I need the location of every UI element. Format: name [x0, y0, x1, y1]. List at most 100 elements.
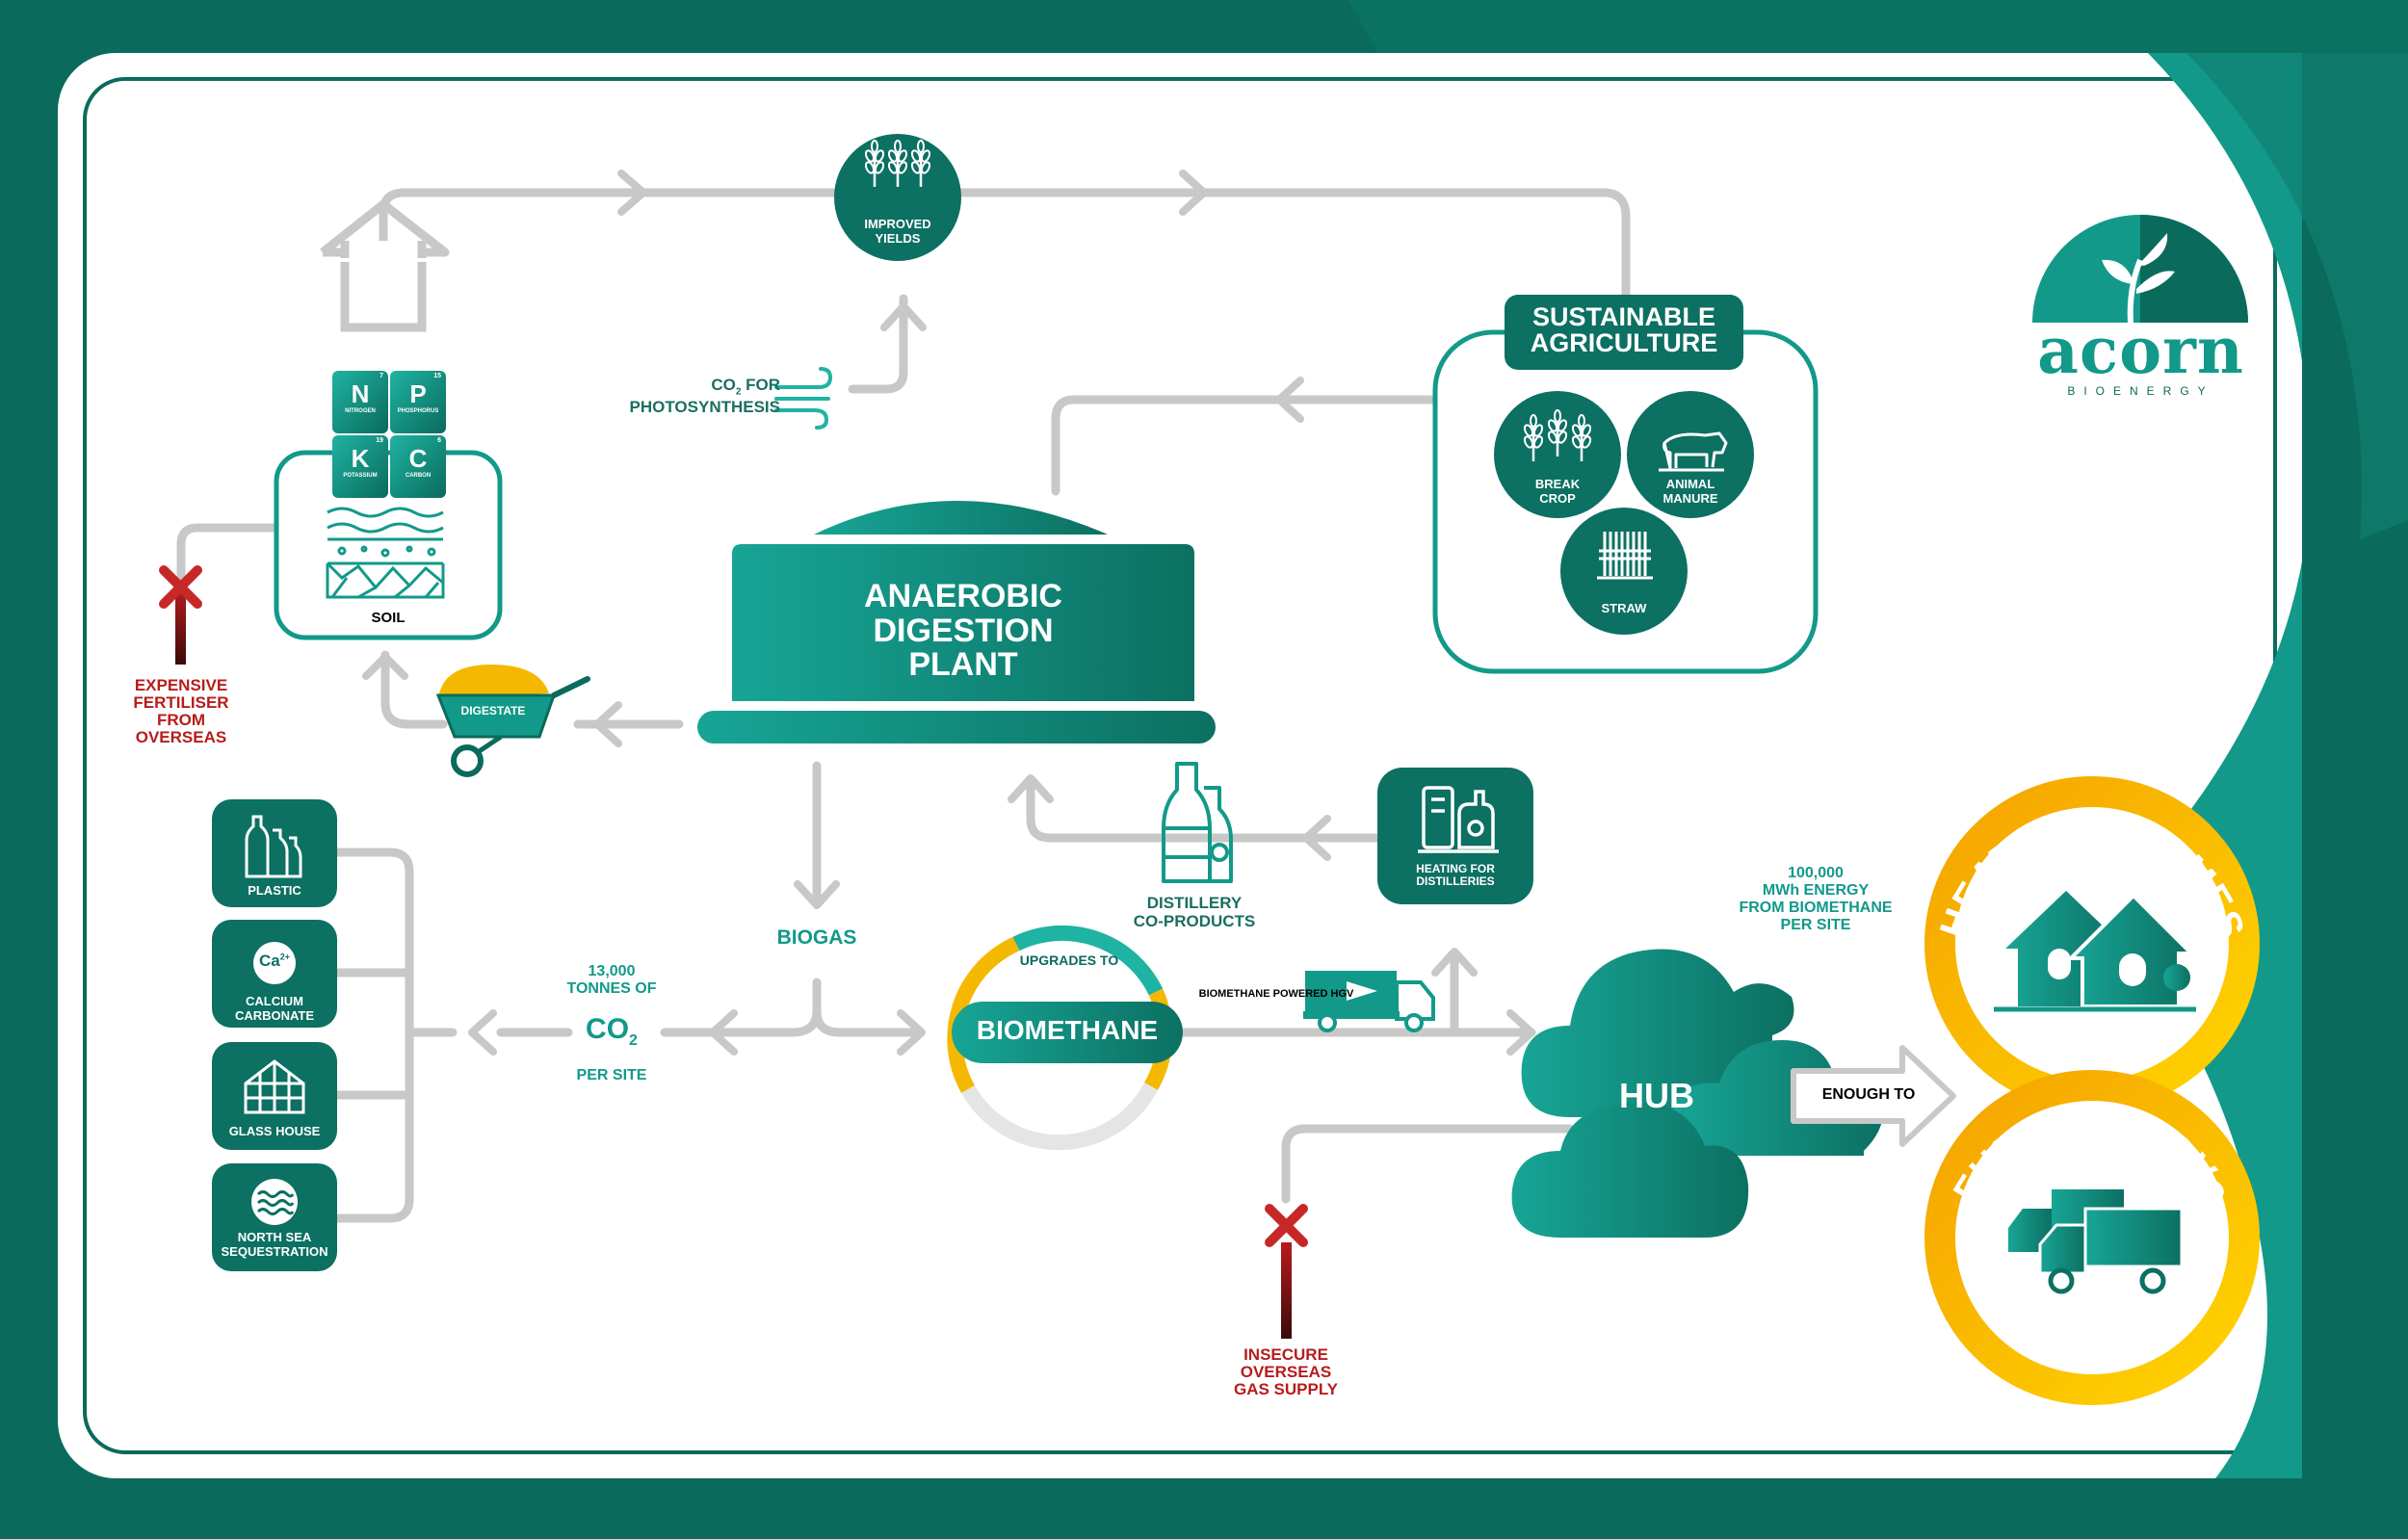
energy-source: FROM BIOMETHANE	[1739, 899, 1893, 916]
for-text: FOR	[741, 376, 780, 394]
digestate-label: DIGESTATE	[460, 704, 526, 717]
heating-text: HEATING FOR	[1416, 862, 1495, 875]
distillery-text: DISTILLERY	[1146, 894, 1243, 912]
distillery-label: DISTILLERY CO-PRODUCTS	[1098, 894, 1291, 930]
lorry-icon	[2008, 1189, 2184, 1294]
soil-layers-icon	[326, 507, 445, 599]
npk-name: PHOSPHORUS	[397, 408, 439, 415]
distilleries-text: DISTILLERIES	[1416, 874, 1495, 889]
energy-per-site: PER SITE	[1780, 916, 1851, 933]
co2-amount: 13,000	[588, 963, 636, 979]
plant-text: PLANT	[908, 646, 1018, 684]
acorn-logo	[2032, 215, 2248, 324]
distillery-tank-icon	[1418, 786, 1499, 853]
straw-label: STRAW	[1601, 601, 1647, 615]
calcium-badge: Ca2+	[253, 952, 296, 970]
straw-bale-icon	[1597, 532, 1653, 580]
co2-use-plastic	[212, 799, 337, 907]
plant-dome	[814, 501, 1108, 535]
upgrades-to-label: UPGRADES TO	[1019, 952, 1119, 968]
enough-to-arrow	[1791, 1045, 1956, 1147]
leaf-icon	[2102, 233, 2175, 324]
straw-node	[1560, 508, 1688, 635]
calcium-symbol: Ca	[259, 952, 280, 970]
npk-name: POTASSIUM	[343, 473, 378, 480]
co2-use-label: PLASTIC	[248, 883, 301, 898]
plant-label: ANAEROBIC DIGESTION PLANT	[771, 578, 1156, 684]
manure-text: MANURE	[1662, 490, 1718, 506]
sustainable-agriculture-header	[1505, 295, 1743, 370]
flow-arrows	[362, 170, 1535, 1056]
npk-number: 7	[380, 373, 383, 379]
co2-photosynthesis-label: CO2 FOR PHOTOSYNTHESIS	[588, 376, 781, 416]
npk-symbol: K	[351, 444, 370, 473]
biomethane-ring	[947, 936, 1020, 1093]
brand-tagline: BIOENERGY	[2067, 384, 2214, 398]
brand-name: acorn	[2037, 313, 2244, 388]
npk-tile-p: 15 P PHOSPHORUS	[390, 371, 446, 433]
heating-distilleries-node	[1377, 768, 1533, 904]
photosynthesis-text: PHOTOSYNTHESIS	[629, 397, 781, 416]
npk-tiles	[332, 371, 446, 498]
npk-symbol: C	[408, 444, 428, 473]
co2-tonnes: TONNES OF	[566, 979, 657, 997]
hub-label: HUB	[1619, 1076, 1694, 1115]
co2-amount-label: 13,000 TONNES OF	[539, 963, 684, 998]
co2-per-site-label: PER SITE	[576, 1067, 647, 1083]
npk-symbol: N	[351, 379, 370, 408]
biomethane-label: BIOMETHANE	[976, 1015, 1159, 1045]
glass-house-icon	[244, 1059, 305, 1114]
plant-body	[732, 544, 1194, 701]
insecure-line: OVERSEAS	[1240, 1362, 1332, 1381]
right-swoosh	[2100, 53, 2310, 1478]
expensive-fertiliser-label: EXPENSIVE FERTILISER FROM OVERSEAS	[104, 677, 258, 745]
bottles-icon	[1162, 762, 1233, 883]
co2-subscript: 2	[735, 386, 742, 398]
wave-icon	[256, 1190, 295, 1215]
cross-icon	[159, 565, 202, 609]
insecure-gas-label: INSECURE OVERSEAS GAS SUPPLY	[1194, 1346, 1377, 1398]
sequestration-text: SEQUESTRATION	[221, 1243, 328, 1259]
co2-symbol-label: CO2	[539, 1013, 684, 1050]
fertiliser-line: OVERSEAS	[135, 727, 227, 746]
co-products-text: CO-PRODUCTS	[1133, 912, 1256, 931]
anaerobic-text: ANAEROBIC	[864, 578, 1062, 614]
north-sea-text: NORTH SEA	[237, 1230, 312, 1244]
co2-text: CO	[711, 376, 736, 394]
plastic-bottle-icon	[245, 815, 302, 878]
break-text: BREAK	[1534, 477, 1581, 491]
energy-unit: MWh ENERGY	[1762, 881, 1870, 899]
plant-base	[697, 711, 1216, 743]
cow-icon	[1659, 431, 1728, 472]
npk-number: 19	[376, 437, 383, 444]
co2-symbol: CO	[586, 1013, 630, 1045]
npk-symbol: P	[409, 379, 427, 408]
agriculture-text: AGRICULTURE	[1530, 328, 1718, 357]
heating-distilleries-label: HEATING FOR DISTILLERIES	[1377, 862, 1533, 889]
sustainable-agriculture-title: SUSTAINABLE AGRICULTURE	[1505, 304, 1743, 356]
wind-icon	[774, 367, 833, 430]
animal-text: ANIMAL	[1665, 477, 1715, 491]
insecure-line: INSECURE	[1243, 1345, 1328, 1364]
co2-use-label: GLASS HOUSE	[228, 1124, 321, 1138]
npk-tile-c: 6 C CARBON	[390, 435, 446, 498]
sustainable-text: SUSTAINABLE	[1531, 302, 1715, 331]
biomethane-hgv-label: BIOMETHANE POWERED HGV	[1198, 988, 1354, 1000]
npk-name: CARBON	[405, 473, 432, 480]
calcium-charge: 2+	[279, 952, 290, 962]
wheelbarrow-icon	[435, 665, 590, 777]
fertiliser-line: EXPENSIVE	[134, 676, 228, 694]
npk-name: NITROGEN	[345, 408, 376, 415]
calcium-text: CALCIUM	[246, 994, 303, 1008]
carbonate-text: CARBONATE	[234, 1007, 315, 1023]
improved-yields-label: IMPROVED YIELDS	[864, 217, 931, 246]
crop-text: CROP	[1539, 490, 1576, 506]
energy-label: 100,000 MWh ENERGY FROM BIOMETHANE PER S…	[1695, 865, 1936, 934]
truck-icon	[1303, 971, 1435, 1032]
co2-subscript: 2	[629, 1032, 638, 1049]
